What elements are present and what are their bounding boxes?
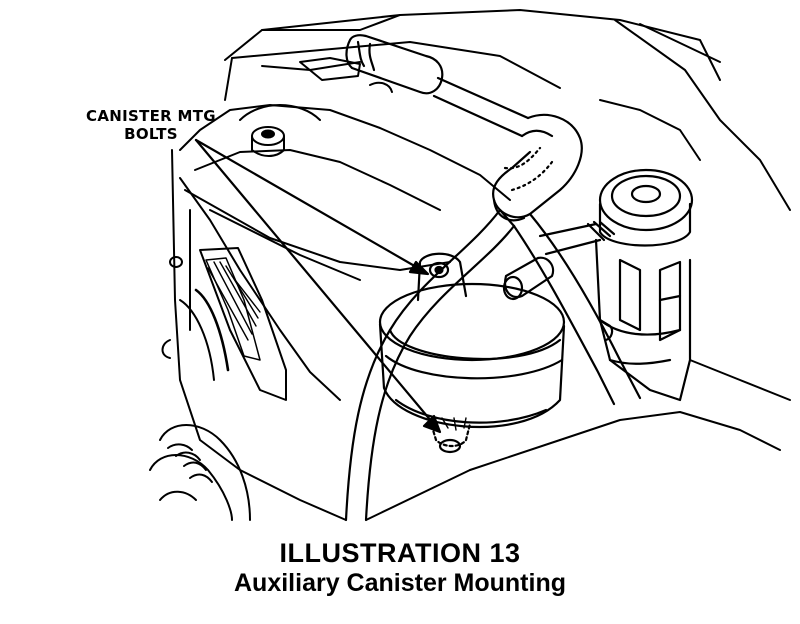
arrow-head-upper-bolt <box>408 260 430 276</box>
arrow-line-lower-bolt <box>194 138 434 424</box>
caption-title: ILLUSTRATION 13 <box>279 538 521 568</box>
callout-arrows <box>194 138 442 434</box>
lower-chassis <box>365 359 791 521</box>
arrow-head-lower-bolt <box>422 414 442 434</box>
upper-hose <box>345 34 583 222</box>
auxiliary-canister <box>378 252 566 454</box>
callout-line-2: BOLTS <box>124 125 178 143</box>
callout-line-1: CANISTER MTG <box>86 107 216 125</box>
engine-top <box>179 57 701 281</box>
figure-caption: ILLUSTRATION 13 Auxiliary Canister Mount… <box>0 538 800 598</box>
reservoir-tank <box>594 168 694 402</box>
vacuum-hose <box>344 208 555 522</box>
caption-subtitle: Auxiliary Canister Mounting <box>234 569 566 597</box>
canister-bolts-callout: CANISTER MTG BOLTS <box>62 107 240 143</box>
radiator-fan-area <box>149 149 347 521</box>
side-hose <box>512 212 642 406</box>
arrow-line-upper-bolt <box>194 138 420 270</box>
